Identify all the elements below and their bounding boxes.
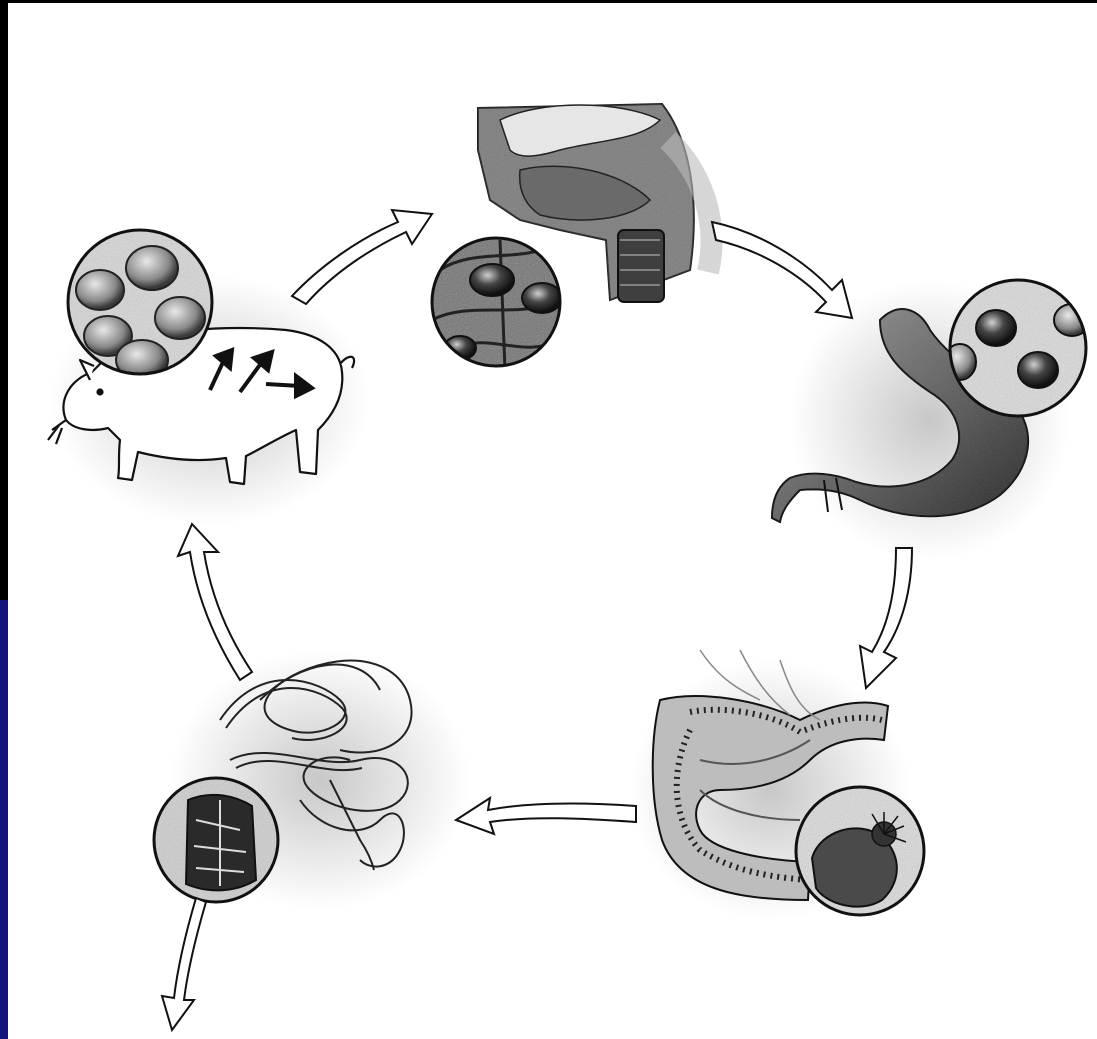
stage-stomach <box>772 275 1095 560</box>
arrow-pig-to-head <box>292 210 432 304</box>
arrow-intestine-to-worms <box>456 798 636 834</box>
arrow-stomach-to-intestine <box>860 548 912 688</box>
arrow-worms-to-pig <box>178 524 252 680</box>
stage-mouth-throat <box>420 104 712 380</box>
arrow-head-to-stomach <box>712 222 852 318</box>
stage-adult-worms <box>150 650 470 910</box>
tissue-cyst-inset <box>420 230 580 380</box>
stage-intestine <box>630 650 930 920</box>
arrow-exit-down <box>162 898 206 1030</box>
stage-pig <box>48 220 370 525</box>
